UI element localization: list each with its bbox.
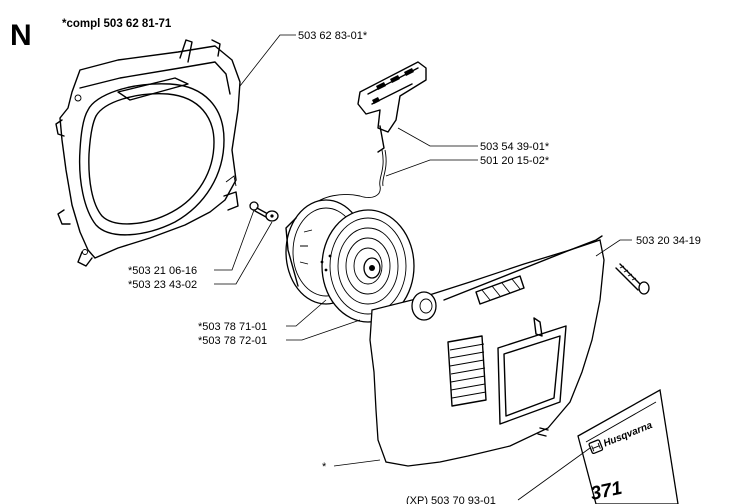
callout-fan-housing: 503 62 83-01* xyxy=(298,30,368,42)
pulley-part xyxy=(285,199,415,323)
decal-part: Husqvarna 371 xyxy=(577,388,679,504)
callout-pulley: *503 78 71-01 xyxy=(198,321,267,333)
callout-pulley-alt: *503 78 72-01 xyxy=(198,335,267,347)
section-letter: N xyxy=(10,19,32,52)
callout-pulley-screw: *503 21 06-16 xyxy=(128,265,197,277)
callout-starter-cord: 501 20 15-02* xyxy=(480,155,550,167)
callout-starter-cover: * xyxy=(322,461,327,473)
husqvarna-logo-icon xyxy=(588,439,604,455)
starter-handle-part xyxy=(311,61,427,207)
callout-decal: (XP) 503 70 93-01 xyxy=(406,495,496,504)
leader-lines xyxy=(214,34,632,501)
cover-screw-part xyxy=(615,263,650,295)
pulley-screw-part xyxy=(249,201,269,218)
callout-washer: *503 23 43-02 xyxy=(128,279,197,291)
washer-part xyxy=(265,210,279,222)
assembly-title: *compl 503 62 81-71 xyxy=(62,18,172,30)
starter-cover-part xyxy=(369,235,605,467)
callout-cover-screw: 503 20 34-19 xyxy=(636,235,701,247)
fan-housing-part xyxy=(55,39,241,267)
callout-starter-handle: 503 54 39-01* xyxy=(480,141,550,153)
